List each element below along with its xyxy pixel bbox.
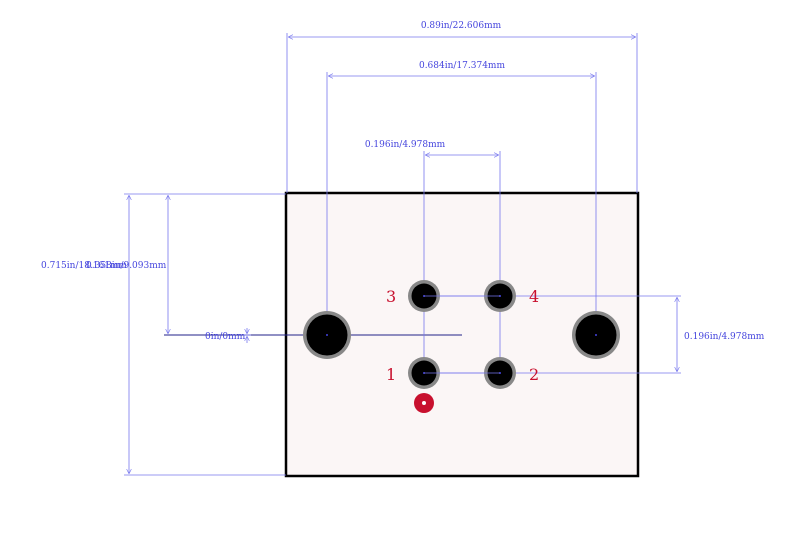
dimension-label-mount-hole-span: 0.684in/17.374mm <box>419 61 505 71</box>
dimension-label-overall-width: 0.89in/22.606mm <box>421 21 502 31</box>
dimension-label-origin-offset: 0in/0mm <box>205 332 246 342</box>
dimension-half-height: 0.358in/9.093mm <box>86 196 168 333</box>
dimension-origin-offset: 0in/0mm <box>205 328 251 343</box>
dimension-label-half-height: 0.358in/9.093mm <box>86 261 167 271</box>
pin-label-4: 4 <box>529 287 539 306</box>
dimension-label-pin-pitch-x: 0.196in/4.978mm <box>365 140 446 150</box>
dimension-overall-width: 0.89in/22.606mm <box>286 21 638 193</box>
pin-label-1: 1 <box>386 365 396 384</box>
mounting-hole-left <box>303 311 351 359</box>
pin-label-2: 2 <box>529 365 539 384</box>
dimension-label-pin-pitch-y: 0.196in/4.978mm <box>684 332 765 342</box>
dimension-pin-pitch-x: 0.196in/4.978mm <box>365 140 501 373</box>
pin-label-3: 3 <box>386 287 396 306</box>
mounting-hole-right <box>572 311 620 359</box>
dimension-label-overall-height: 0.715in/18.161mm <box>41 261 127 271</box>
dimension-overall-height: 0.715in/18.161mm <box>41 193 286 476</box>
dimension-mount-hole-span: 0.684in/17.374mm <box>326 61 597 335</box>
pin1-marker <box>414 393 434 413</box>
